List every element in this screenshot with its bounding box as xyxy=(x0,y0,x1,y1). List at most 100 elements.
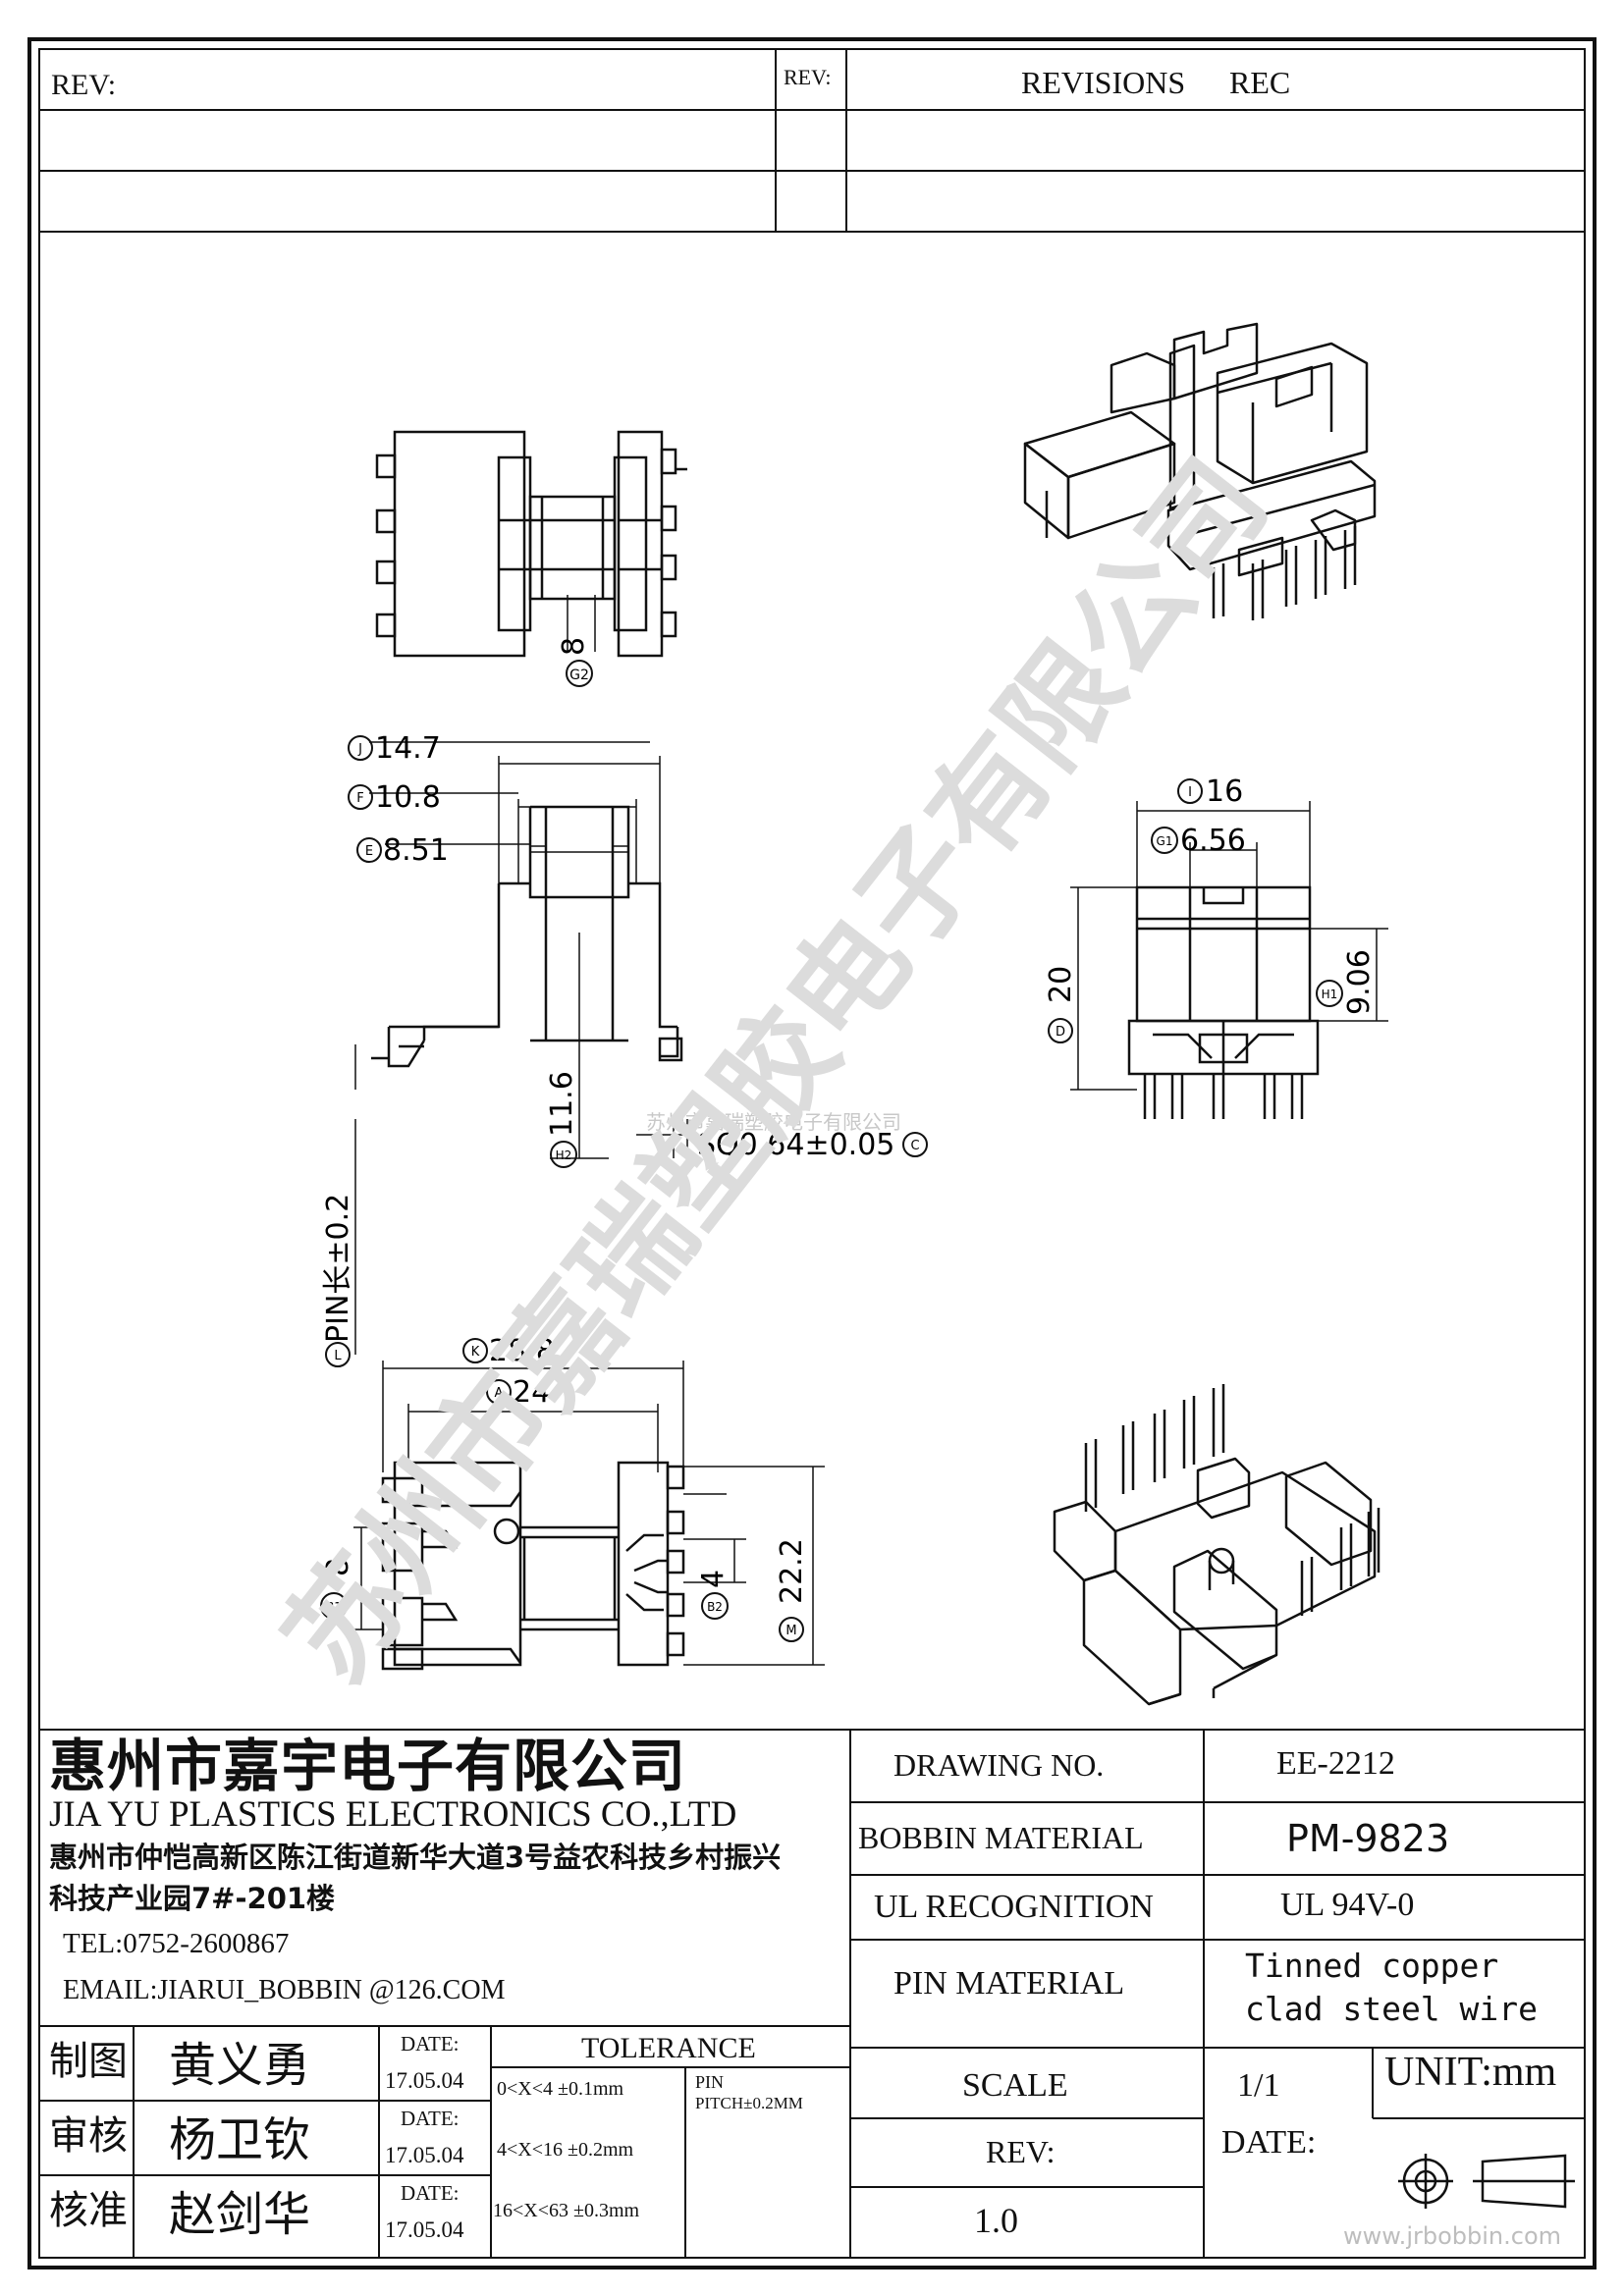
company-name-en: JIA YU PLASTICS ELECTRONICS CO.,LTD xyxy=(49,1794,737,1835)
dim-pin-tag: L xyxy=(334,1349,342,1363)
dim-e-tag: E xyxy=(365,844,373,859)
dim-h1-tag: H1 xyxy=(1322,988,1338,1001)
pin-material-value-line1: Tinned copper xyxy=(1245,1947,1499,1985)
sig-date-label-drawn: DATE: xyxy=(401,2032,460,2056)
dim-h2-tag: H2 xyxy=(556,1148,572,1162)
company-address-line2: 科技产业园7#-201楼 xyxy=(49,1882,336,1915)
dim-g2-badge xyxy=(566,660,593,687)
drawing-no-label: DRAWING NO. xyxy=(893,1747,1105,1783)
dim-k-tag: K xyxy=(471,1345,480,1360)
sig-role-checked: 审核 xyxy=(49,2113,128,2159)
title-block-lines xyxy=(39,1729,1585,2258)
company-address-line1: 惠州市仲恺高新区陈江街道新华大道3号益农科技乡村振兴 xyxy=(49,1841,782,1874)
dim-b2-value: 4 xyxy=(696,1570,731,1588)
bottom-view xyxy=(381,1461,685,1671)
unit-label: UNIT:mm xyxy=(1384,2050,1557,2095)
sig-date-label-checked: DATE: xyxy=(401,2107,460,2130)
tolerance-row-3: 16<X<63 ±0.3mm xyxy=(493,2200,640,2221)
scale-value: 1/1 xyxy=(1237,2067,1280,2104)
scale-label: SCALE xyxy=(962,2067,1068,2104)
dim-i-tag: I xyxy=(1188,785,1192,800)
isometric-view-top xyxy=(1023,322,1377,620)
rev-value: 1.0 xyxy=(974,2201,1018,2240)
dim-m-value: 22.2 xyxy=(775,1538,809,1604)
dim-g1-tag: G1 xyxy=(1157,834,1173,848)
outer-border xyxy=(27,37,1597,2269)
dim-j-tag: J xyxy=(357,742,362,757)
ul-recognition-label: UL RECOGNITION xyxy=(874,1889,1154,1925)
rev-label-mid: REV: xyxy=(784,65,832,89)
rev-label: REV: xyxy=(986,2134,1056,2169)
bobbin-material-value: PM-9823 xyxy=(1286,1817,1450,1860)
company-tel: TEL:0752-2600867 xyxy=(63,1928,290,1959)
tolerance-row-2: 4<X<16 ±0.2mm xyxy=(497,2139,634,2161)
sig-name-approved: 赵剑华 xyxy=(169,2187,311,2242)
revision-header xyxy=(39,49,1585,233)
dim-g2-tag: G2 xyxy=(569,667,589,683)
side-view-dims xyxy=(1070,801,1388,1091)
sig-date-approved: 17.05.04 xyxy=(385,2217,464,2242)
projection-symbol-icon xyxy=(1398,2154,1575,2209)
tolerance-title: TOLERANCE xyxy=(581,2032,756,2064)
dim-k-value: 28.8 xyxy=(489,1334,555,1368)
dim-b2-tag: B2 xyxy=(707,1600,723,1614)
dim-h2-badge xyxy=(550,1141,577,1168)
dim-b1-tag: B1 xyxy=(326,1600,342,1614)
tolerance-pin-pitch: PITCH±0.2MM xyxy=(695,2094,803,2112)
company-name-cn: 惠州市嘉宇电子有限公司 xyxy=(49,1733,687,1799)
dim-sq-badge xyxy=(902,1132,928,1157)
dim-k-badge xyxy=(462,1338,488,1363)
side-view xyxy=(1127,885,1320,1119)
front-view-dims xyxy=(354,741,688,1355)
dim-b1-value: 8 xyxy=(321,1558,355,1576)
pin-material-value-line2: clad steel wire xyxy=(1245,1990,1539,2028)
bobbin-material-label: BOBBIN MATERIAL xyxy=(858,1820,1144,1855)
dim-a-value: 24 xyxy=(513,1375,550,1410)
sig-date-checked: 17.05.04 xyxy=(385,2143,464,2167)
watermark-url: www.jrbobbin.com xyxy=(1343,2222,1561,2250)
sig-role-approved: 核准 xyxy=(49,2188,128,2233)
dim-pin-badge xyxy=(325,1342,351,1367)
drawing-no-value: EE-2212 xyxy=(1276,1745,1395,1782)
dim-j-value: 14.7 xyxy=(375,731,441,766)
sig-name-checked: 杨卫钦 xyxy=(169,2112,311,2167)
sig-date-drawn: 17.05.04 xyxy=(385,2068,464,2093)
dim-a-tag: A xyxy=(495,1386,504,1401)
dim-a-badge xyxy=(486,1379,512,1405)
sig-role-drawn: 制图 xyxy=(49,2039,128,2084)
pin-material-label: PIN MATERIAL xyxy=(893,1965,1125,2002)
sig-name-drawn: 黄义勇 xyxy=(169,2038,311,2093)
dim-g1-value: 6.56 xyxy=(1180,824,1246,858)
dim-d-tag: D xyxy=(1056,1025,1065,1040)
ul-recognition-value: UL 94V-0 xyxy=(1280,1887,1415,1923)
dim-j-badge xyxy=(348,735,373,761)
tolerance-row-1: 0<X<4 ±0.1mm xyxy=(497,2078,624,2100)
dim-g2 xyxy=(567,595,596,652)
rec-header: REC xyxy=(1229,65,1291,100)
dim-f-badge xyxy=(348,784,373,810)
dim-pin-length: PIN长±0.2 xyxy=(321,1194,355,1343)
inner-border xyxy=(38,48,1586,2259)
dim-sq-tag: C xyxy=(910,1139,919,1153)
dim-d-badge xyxy=(1048,1018,1073,1043)
date-label: DATE: xyxy=(1221,2124,1317,2161)
watermark-center: 苏州市嘉瑞塑胶电子有限公司 xyxy=(646,1110,901,1134)
dim-b2-badge xyxy=(701,1592,729,1620)
dim-i-badge xyxy=(1177,778,1203,804)
dim-h1-value: 9.06 xyxy=(1342,949,1377,1015)
dim-h2-value: 11.6 xyxy=(545,1071,579,1137)
dim-f-value: 10.8 xyxy=(375,780,441,815)
company-email: EMAIL:JIARUI_BOBBIN @126.COM xyxy=(63,1975,506,2005)
top-view xyxy=(375,430,687,658)
dim-sq-value: SQ0.64±0.05 xyxy=(697,1128,894,1162)
dim-i-value: 16 xyxy=(1206,774,1243,809)
watermark-diagonal: 苏州市嘉瑞塑胶电子有限公司 xyxy=(258,435,1292,1705)
dim-e-value: 8.51 xyxy=(383,833,449,868)
dim-d-value: 20 xyxy=(1044,966,1078,1003)
tolerance-pin-label: PIN xyxy=(695,2072,725,2092)
dim-g2-value: 8 xyxy=(557,637,591,656)
rev-label-left: REV: xyxy=(51,69,117,101)
revisions-header: REVISIONS xyxy=(1021,65,1186,100)
isometric-view-bottom xyxy=(1053,1384,1380,1706)
